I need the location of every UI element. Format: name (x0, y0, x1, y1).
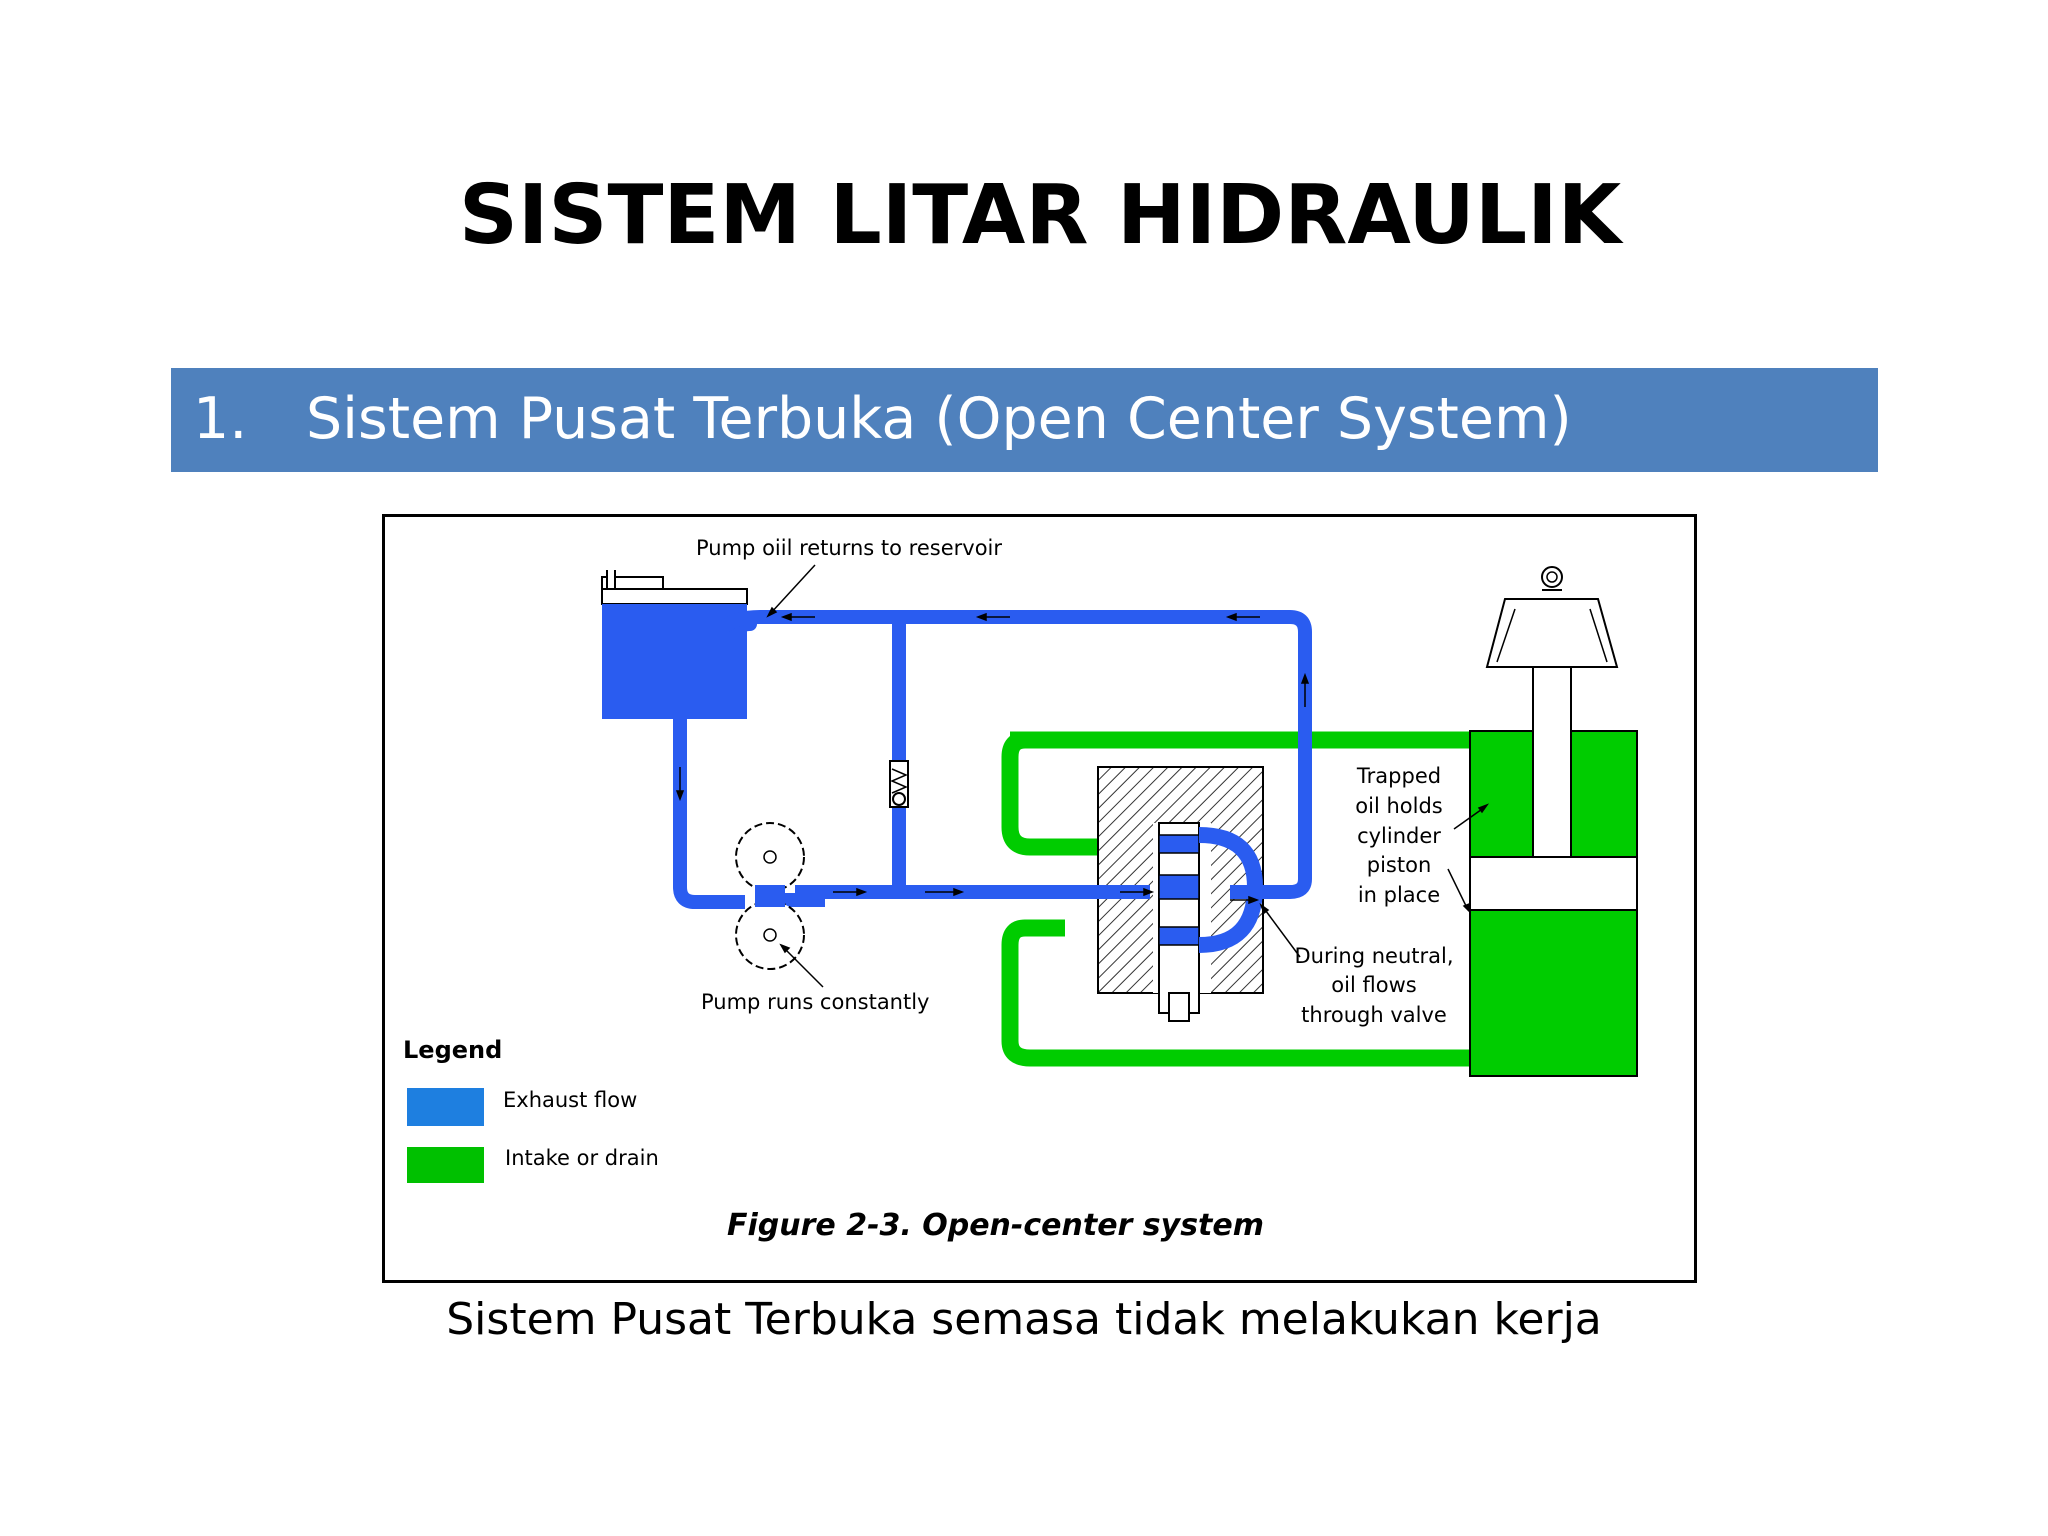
legend-swatch-intake (407, 1147, 484, 1183)
section-title: Sistem Pusat Terbuka (Open Center System… (306, 386, 1572, 452)
section-header-bar: 1. Sistem Pusat Terbuka (Open Center Sys… (171, 368, 1878, 472)
blue-pressure-line (673, 610, 1312, 909)
legend-swatch-exhaust (407, 1088, 484, 1126)
legend-title: Legend (403, 1036, 502, 1064)
relief-valve (889, 760, 909, 808)
reservoir (601, 570, 748, 719)
label-trapped-2: oil holds (1355, 794, 1442, 818)
legend-label-exhaust: Exhaust flow (503, 1088, 637, 1112)
figure-frame: Pump oiil returns to reservoir Pump runs… (382, 514, 1697, 1283)
legend-label-intake: Intake or drain (505, 1146, 659, 1170)
green-return-line (1001, 731, 1475, 1067)
hydraulic-diagram: Pump oiil returns to reservoir Pump runs… (403, 536, 1638, 1243)
label-neutral-1: During neutral, (1294, 944, 1453, 968)
slide-title: SISTEM LITAR HIDRAULIK (458, 168, 1622, 263)
label-trapped-3: cylinder (1357, 824, 1441, 848)
label-neutral-3: through valve (1301, 1003, 1447, 1027)
label-trapped-5: in place (1358, 883, 1440, 907)
label-neutral-2: oil flows (1331, 973, 1416, 997)
label-trapped-1: Trapped (1356, 764, 1441, 788)
leader-lines (766, 564, 1490, 988)
control-valve (1097, 766, 1264, 1022)
label-pump-runs: Pump runs constantly (701, 990, 930, 1014)
cylinder (1469, 566, 1638, 1077)
figure-caption: Figure 2-3. Open-center system (727, 1208, 1264, 1243)
label-pump-return: Pump oiil returns to reservoir (696, 536, 1002, 560)
section-number: 1. (193, 386, 248, 452)
flow-arrows (675, 612, 1310, 905)
slide-caption: Sistem Pusat Terbuka semasa tidak melaku… (446, 1294, 1602, 1345)
legend: Legend Exhaust flow Intake or drain (403, 1036, 659, 1183)
label-trapped-4: piston (1367, 853, 1432, 877)
